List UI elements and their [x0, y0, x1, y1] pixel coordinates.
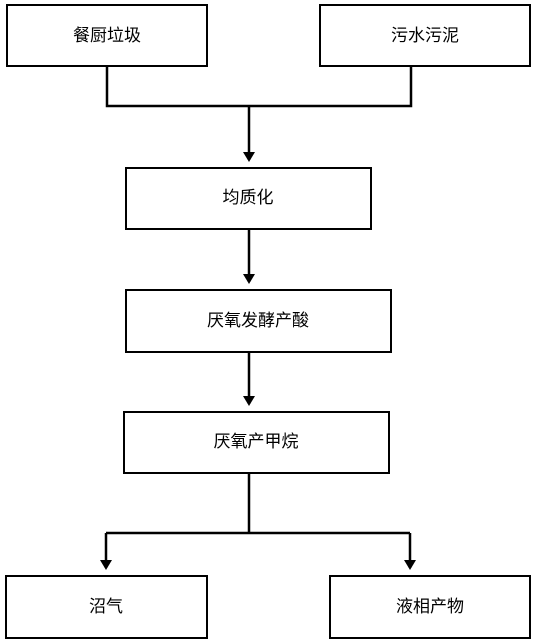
node-sewage-sludge: 污水污泥	[319, 4, 531, 67]
node-digestate-label: 液相产物	[396, 597, 464, 617]
node-anaerobic-methanogenesis: 厌氧产甲烷	[123, 411, 390, 474]
node-digestate: 液相产物	[329, 575, 531, 639]
edge-food-waste-merge	[105, 66, 249, 108]
node-biogas: 沼气	[5, 575, 208, 639]
edge-split	[106, 473, 410, 535]
node-food-waste-label: 餐厨垃圾	[73, 26, 141, 46]
node-biogas-label: 沼气	[89, 597, 123, 617]
node-sewage-sludge-label: 污水污泥	[391, 26, 459, 46]
edge-sludge-merge	[249, 66, 413, 108]
connectors	[100, 66, 416, 570]
node-anaerobic-methanogenesis-label: 厌氧产甲烷	[214, 432, 299, 452]
node-food-waste: 餐厨垃圾	[6, 4, 208, 67]
node-homogenization: 均质化	[125, 167, 372, 230]
node-homogenization-label: 均质化	[223, 188, 274, 208]
node-anaerobic-acidogenesis-label: 厌氧发酵产酸	[207, 311, 309, 331]
node-anaerobic-acidogenesis: 厌氧发酵产酸	[125, 289, 392, 353]
